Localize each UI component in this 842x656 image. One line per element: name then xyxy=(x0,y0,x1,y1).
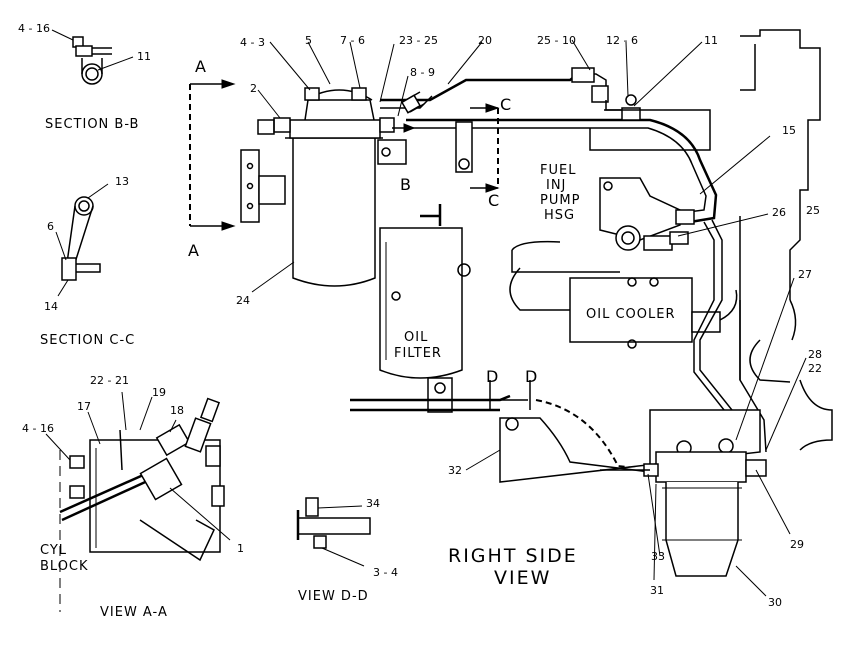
callout-29: 29 xyxy=(790,538,804,551)
view-aa-drawing xyxy=(45,391,231,612)
callout-25: 25 xyxy=(806,204,820,217)
section-arrow-a xyxy=(189,79,236,231)
section-bb-drawing xyxy=(51,29,134,85)
callout-4-3: 4 - 3 xyxy=(240,36,265,49)
callout-22-21: 22 - 21 xyxy=(90,374,129,387)
callout-34: 34 xyxy=(366,497,380,510)
section-arrow-c xyxy=(455,103,500,193)
section-cc-title: SECTION C-C xyxy=(40,333,135,348)
fuel-injection-pump-housing xyxy=(511,29,821,300)
callout-6: 6 xyxy=(47,220,54,233)
filter-bracket xyxy=(499,409,761,483)
callout-1: 1 xyxy=(237,542,244,555)
callout-28: 28 xyxy=(808,348,822,361)
marker-d-right: D xyxy=(525,367,539,386)
callout-30: 30 xyxy=(768,596,782,609)
label-block: BLOCK xyxy=(40,559,89,574)
leader-lines xyxy=(251,39,807,597)
label-pump: PUMP xyxy=(540,193,580,208)
callout-25-10: 25 - 10 xyxy=(537,34,576,47)
view-aa-title: VIEW A-A xyxy=(100,605,168,620)
callout-3-4: 3 - 4 xyxy=(373,566,398,579)
callout-5: 5 xyxy=(305,34,312,47)
marker-b: B xyxy=(400,175,413,194)
callout-11: 11 xyxy=(704,34,718,47)
callout-26: 26 xyxy=(772,206,786,219)
label-filter: FILTER xyxy=(394,346,442,361)
fuel-lines xyxy=(380,67,718,224)
marker-a-bottom: A xyxy=(188,241,201,260)
callout-15: 15 xyxy=(782,124,796,137)
callout-18: 18 xyxy=(170,404,184,417)
callout-4-16-aa: 4 - 16 xyxy=(22,422,54,435)
marker-c-bottom: C xyxy=(488,191,501,210)
callout-2: 2 xyxy=(250,82,257,95)
view-dd-drawing xyxy=(296,497,371,567)
secondary-filter xyxy=(600,451,767,577)
callout-4-16-bb: 4 - 16 xyxy=(18,22,50,35)
marker-c-top: C xyxy=(500,95,513,114)
callout-27: 27 xyxy=(798,268,812,281)
callout-7-6: 7 - 6 xyxy=(340,34,365,47)
callout-23-25: 23 - 25 xyxy=(399,34,438,47)
callout-17: 17 xyxy=(77,400,91,413)
callout-20: 20 xyxy=(478,34,492,47)
callout-32: 32 xyxy=(448,464,462,477)
callout-8-9: 8 - 9 xyxy=(410,66,435,79)
view-dd-title: VIEW D-D xyxy=(298,589,369,604)
section-bb-title: SECTION B-B xyxy=(45,117,139,132)
section-cc-drawing xyxy=(55,183,109,297)
callout-31: 31 xyxy=(650,584,664,597)
marker-a-top: A xyxy=(195,57,208,76)
label-oil: OIL xyxy=(404,330,428,345)
callout-33: 33 xyxy=(651,550,665,563)
fuel-filter-assembly xyxy=(240,87,416,287)
right-side-view-title: VIEW xyxy=(494,567,551,589)
marker-d-left: D xyxy=(486,367,500,386)
callout-12-6: 12 - 6 xyxy=(606,34,638,47)
mounting-rail xyxy=(350,380,653,471)
label-fuel: FUEL xyxy=(540,163,576,178)
right-side-title: RIGHT SIDE xyxy=(448,545,578,567)
callout-14: 14 xyxy=(44,300,58,313)
callout-11-bb: 11 xyxy=(137,50,151,63)
callout-24: 24 xyxy=(236,294,250,307)
label-cyl: CYL xyxy=(40,543,67,558)
label-oil-cooler: OIL COOLER xyxy=(586,307,675,322)
label-hsg: HSG xyxy=(544,208,575,223)
oil-filter xyxy=(379,204,471,413)
callout-13: 13 xyxy=(115,175,129,188)
callout-19: 19 xyxy=(152,386,166,399)
label-inj: INJ xyxy=(546,178,566,193)
callout-22: 22 xyxy=(808,362,822,375)
